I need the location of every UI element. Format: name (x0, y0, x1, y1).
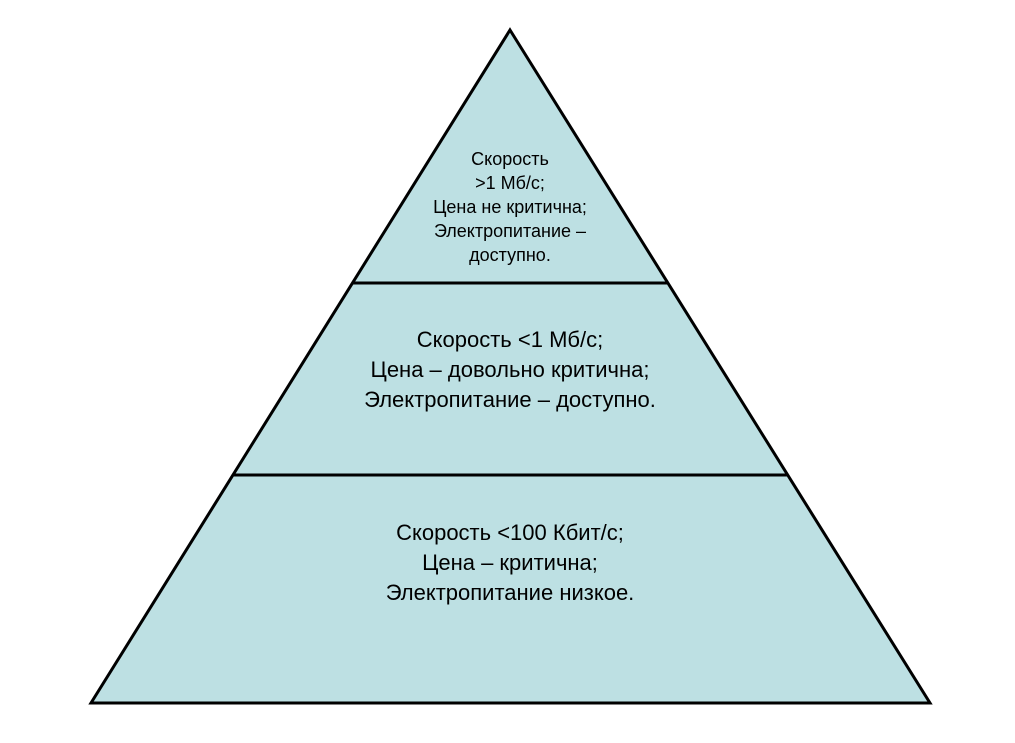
pyramid-triangle (88, 27, 933, 705)
tier-top-line: Электропитание – (433, 221, 587, 241)
tier-top-line: доступно. (469, 245, 551, 265)
tier-middle-line: Электропитание – доступно. (364, 387, 656, 412)
tier-top-line: Цена не критична; (433, 197, 587, 217)
tier-middle-text: Скорость <1 Мб/с; Цена – довольно критич… (250, 325, 770, 415)
tier-top-text: Скорость >1 Мб/с; Цена не критична; Элек… (360, 147, 660, 267)
tier-bottom-text: Скорость <100 Кбит/с; Цена – критична; Э… (210, 518, 810, 608)
tier-top-line: >1 Мб/с; (475, 173, 545, 193)
tier-bottom-line: Скорость <100 Кбит/с; (396, 520, 624, 545)
tier-top-line: Скорость (471, 149, 549, 169)
tier-middle-line: Цена – довольно критична; (370, 357, 650, 382)
tier-middle-line: Скорость <1 Мб/с; (416, 327, 604, 352)
tier-bottom-line: Электропитание низкое. (385, 580, 635, 605)
tier-bottom-line: Цена – критична; (422, 550, 598, 575)
